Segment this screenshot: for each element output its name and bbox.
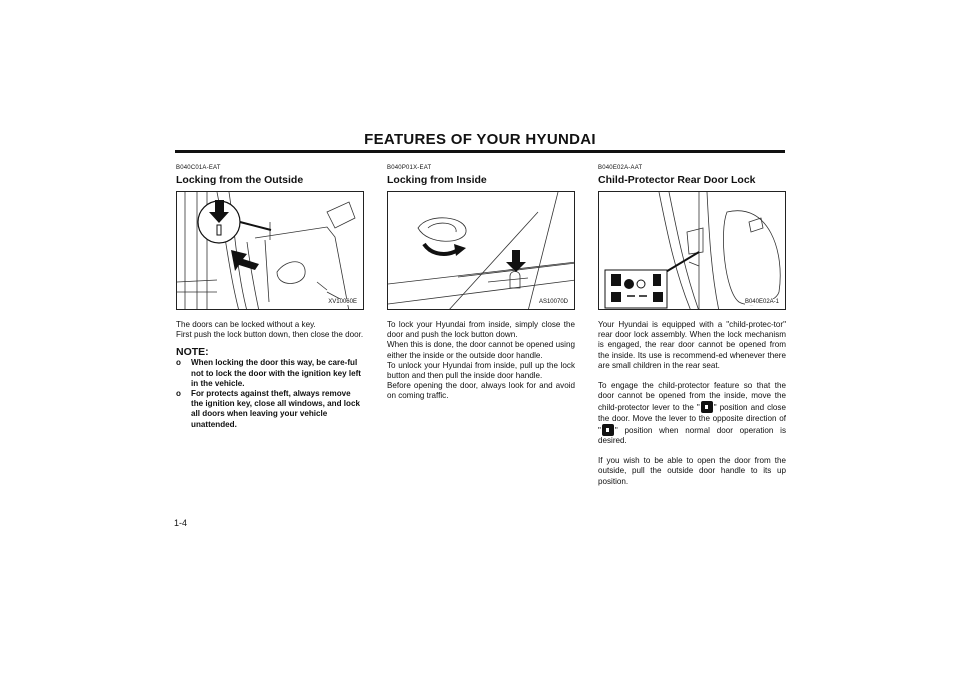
section-locking-outside: B040C01A-EAT Locking from the Outside — [176, 165, 364, 430]
page-number: 1-4 — [174, 518, 188, 528]
section-locking-inside: B040P01X-EAT Locking from Inside AS10070 — [387, 165, 575, 402]
header-rule — [175, 150, 785, 153]
body-paragraph: Your Hyundai is equipped with a "child-p… — [598, 320, 786, 370]
figure-outside-lock: XV10060E — [176, 191, 364, 310]
body-paragraph: When this is done, the door cannot be op… — [387, 340, 575, 360]
section-body: To lock your Hyundai from inside, simply… — [387, 320, 575, 402]
note-bullet: o — [176, 389, 181, 399]
note-bullet: o — [176, 358, 181, 368]
note-heading: NOTE: — [176, 346, 209, 359]
child-lock-illustration — [604, 192, 781, 309]
body-text: To engage the child-protector feature so… — [598, 381, 786, 413]
section-code: B040C01A-EAT — [176, 165, 221, 171]
section-title: Locking from the Outside — [176, 174, 304, 186]
body-paragraph: To engage the child-protector feature so… — [598, 381, 786, 446]
note-item: o When locking the door this way, be car… — [176, 358, 364, 389]
section-body: The doors can be locked without a key. F… — [176, 320, 364, 340]
door-outside-illustration — [177, 192, 356, 309]
note-text: When locking the door this way, be care-… — [191, 358, 361, 388]
body-paragraph: To unlock your Hyundai from inside, pull… — [387, 360, 575, 381]
note-item: o For protects against theft, always rem… — [176, 389, 364, 430]
unlock-icon — [653, 274, 663, 302]
lock-icon — [601, 423, 614, 436]
arrow-icon — [231, 250, 259, 271]
arrow-down-icon — [506, 250, 526, 272]
section-code: B040P01X-EAT — [387, 165, 432, 171]
lock-icon — [700, 401, 713, 414]
section-title: Locking from Inside — [387, 174, 487, 186]
figure-child-lock: B040E02A-1 — [598, 191, 786, 310]
body-paragraph: If you wish to be able to open the door … — [598, 456, 786, 486]
door-inside-illustration — [388, 192, 574, 309]
figure-label: XV10060E — [328, 299, 357, 305]
body-paragraph: Before opening the door, always look for… — [387, 381, 575, 401]
figure-inside-lock: AS10070D — [387, 191, 575, 310]
note-text: For protects against theft, always remov… — [191, 389, 360, 429]
body-paragraph: The doors can be locked without a key. — [176, 320, 316, 329]
lock-icon — [611, 274, 621, 302]
body-paragraph: To lock your Hyundai from inside, simply… — [387, 320, 575, 340]
section-code: B040E02A-AAT — [598, 165, 643, 171]
page-header-title: FEATURES OF YOUR HYUNDAI — [364, 131, 596, 148]
section-child-protector: B040E02A-AAT Child-Protector Rear Door L… — [598, 165, 786, 487]
rotate-arrow-icon — [422, 242, 466, 256]
body-paragraph: First push the lock button down, then cl… — [176, 330, 364, 340]
figure-label: AS10070D — [538, 299, 568, 305]
section-title: Child-Protector Rear Door Lock — [598, 174, 756, 186]
body-text: " position when normal door operation is… — [598, 425, 786, 446]
section-body: Your Hyundai is equipped with a "child-p… — [598, 320, 786, 487]
figure-label: B040E02A-1 — [744, 299, 779, 305]
body-text: " position and close the door. Move the … — [598, 403, 786, 435]
